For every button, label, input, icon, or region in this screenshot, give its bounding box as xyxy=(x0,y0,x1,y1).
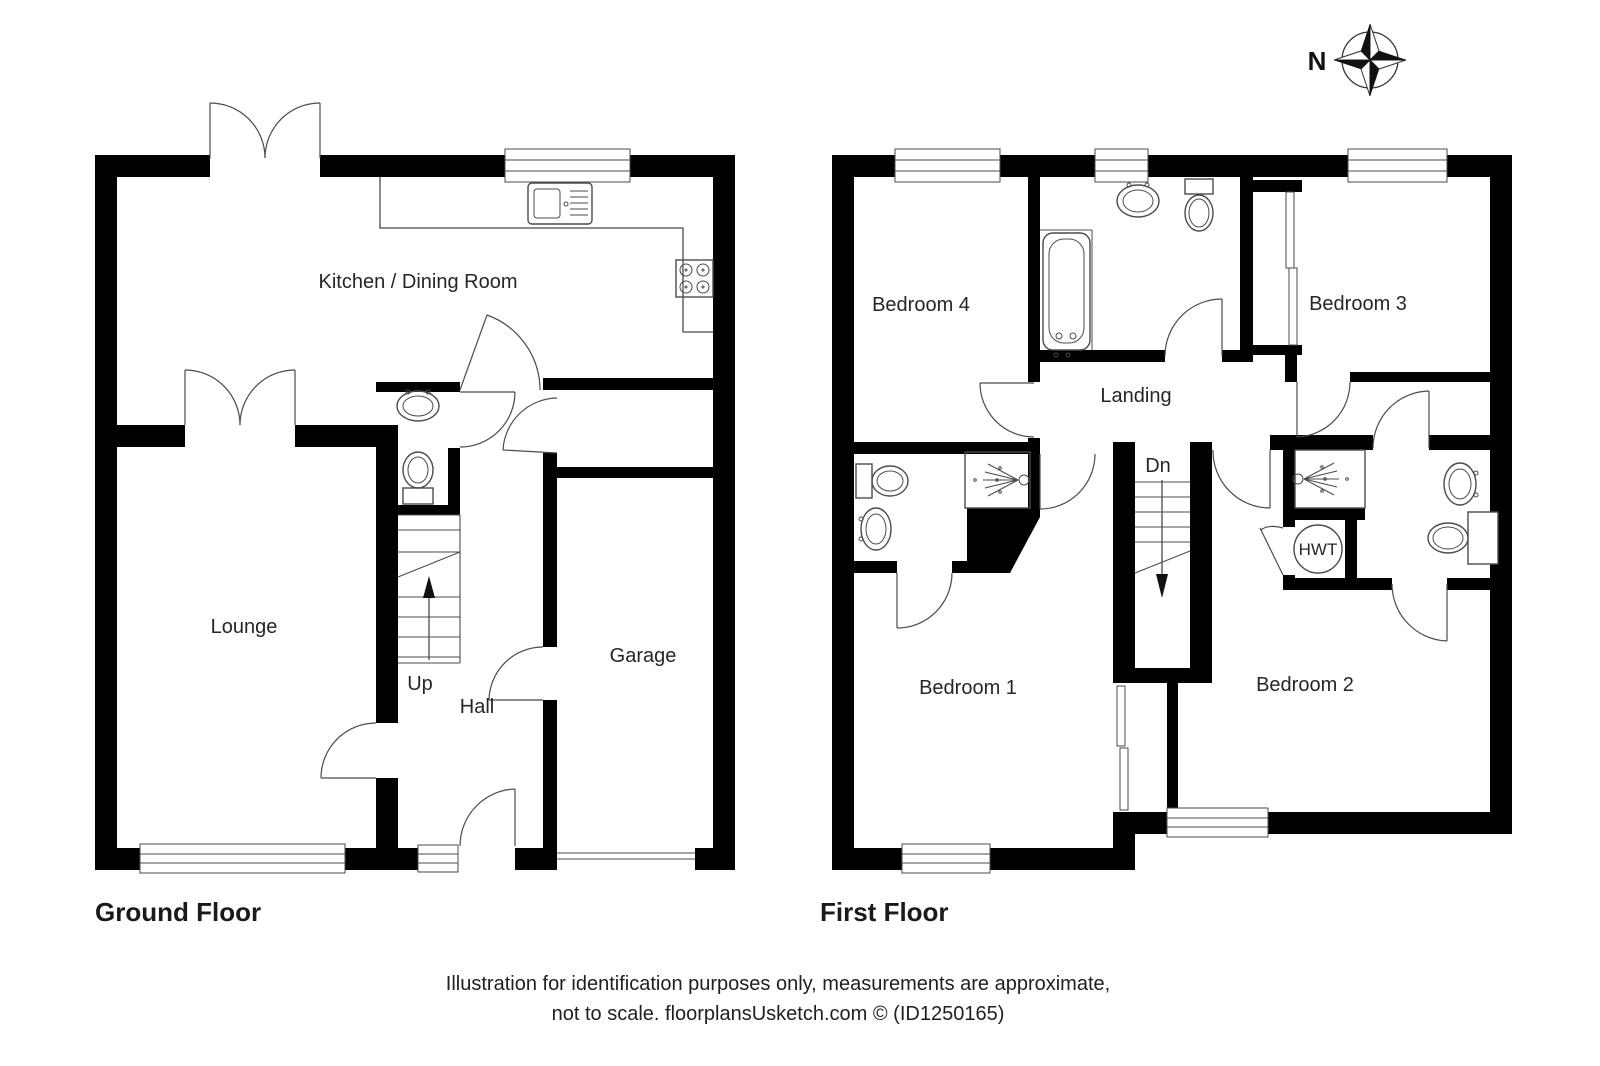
bedroom1-label: Bedroom 1 xyxy=(919,677,1017,699)
garage-door xyxy=(557,852,695,860)
bedroom3-label: Bedroom 3 xyxy=(1309,293,1407,315)
front-step xyxy=(417,844,459,873)
ensuite1-angled-wall xyxy=(967,508,1040,573)
front-door xyxy=(459,788,516,847)
bedroom4-door xyxy=(979,382,1035,438)
first-exterior-walls xyxy=(832,155,1512,870)
bathroom-door xyxy=(1164,298,1223,357)
kitchen-window xyxy=(504,148,631,183)
ensuite1-toilet xyxy=(855,463,909,499)
first-floor-plan: HWT xyxy=(832,148,1512,874)
kitchen-hob xyxy=(675,259,714,298)
hot-water-tank: HWT xyxy=(1293,524,1343,574)
bath-tub xyxy=(1040,229,1093,358)
ground-doors xyxy=(184,102,558,847)
ground-exterior-walls xyxy=(95,155,735,870)
bathroom-window xyxy=(1094,148,1149,183)
first-interior-walls xyxy=(854,177,1490,812)
hwt-closet-door xyxy=(1259,525,1284,576)
ensuite1-shower xyxy=(964,451,1031,509)
landing-label: Landing xyxy=(1100,385,1171,407)
dn-label: Dn xyxy=(1145,455,1171,477)
bedroom3-window xyxy=(1347,148,1448,183)
footer-line2: not to scale. floorplansUsketch.com © (I… xyxy=(552,1003,1005,1025)
bedroom3-door xyxy=(1296,381,1351,438)
wc-door xyxy=(459,391,516,448)
patio-double-door xyxy=(209,102,321,159)
kitchen-sink xyxy=(527,182,593,225)
compass-north-label: N xyxy=(1308,46,1327,76)
kitchen-counter xyxy=(379,177,713,333)
first-doors xyxy=(896,298,1448,642)
kitchen-hall-door xyxy=(459,314,541,391)
lobby-door xyxy=(502,397,558,454)
up-label: Up xyxy=(407,673,433,695)
ensuite2-shower xyxy=(1292,449,1366,509)
bedroom3-glazed-screen xyxy=(1285,191,1298,346)
ground-windows xyxy=(139,148,695,874)
lounge-label: Lounge xyxy=(211,616,278,638)
bedroom2-window xyxy=(1166,807,1269,838)
hall-garage-door xyxy=(488,646,544,701)
bedroom2-door xyxy=(1212,449,1271,509)
ground-floor-plan xyxy=(95,102,735,874)
hall-label: Hall xyxy=(460,696,494,718)
ensuite1-door xyxy=(896,572,953,629)
wc-toilet xyxy=(402,451,434,505)
bedroom1-window xyxy=(901,843,991,874)
wc-basin xyxy=(396,389,440,422)
ground-floor-title: Ground Floor xyxy=(95,897,261,927)
compass-rose: N xyxy=(1308,23,1407,97)
ensuite2-landing-door xyxy=(1372,390,1430,449)
bathroom-basin xyxy=(1116,182,1160,218)
first-floor-title: First Floor xyxy=(820,897,949,927)
bathroom-toilet xyxy=(1184,178,1214,232)
stairs-down xyxy=(1134,480,1191,598)
stairwell-glazed-screen xyxy=(1116,685,1129,811)
lounge-door xyxy=(320,722,377,779)
bedroom4-label: Bedroom 4 xyxy=(872,294,970,316)
kitchen-label: Kitchen / Dining Room xyxy=(319,271,518,293)
first-windows xyxy=(894,148,1448,874)
ensuite2-basin xyxy=(1443,462,1479,506)
ground-interior-walls xyxy=(117,378,735,848)
labels: Kitchen / Dining Room Lounge Up Hall Gar… xyxy=(95,271,1407,1025)
ensuite2-bedroom-door xyxy=(1391,583,1448,642)
bedroom4-window xyxy=(894,148,1001,183)
footer-line1: Illustration for identification purposes… xyxy=(446,973,1110,995)
lounge-double-door xyxy=(184,369,296,426)
ensuite2-toilet xyxy=(1427,511,1499,565)
bedroom1-door xyxy=(1039,453,1096,510)
ensuite1-basin xyxy=(858,507,892,551)
stairs-up xyxy=(397,514,461,664)
bedroom2-label: Bedroom 2 xyxy=(1256,674,1354,696)
hwt-label: HWT xyxy=(1299,540,1338,559)
garage-label: Garage xyxy=(610,645,677,667)
lounge-window xyxy=(139,843,346,874)
